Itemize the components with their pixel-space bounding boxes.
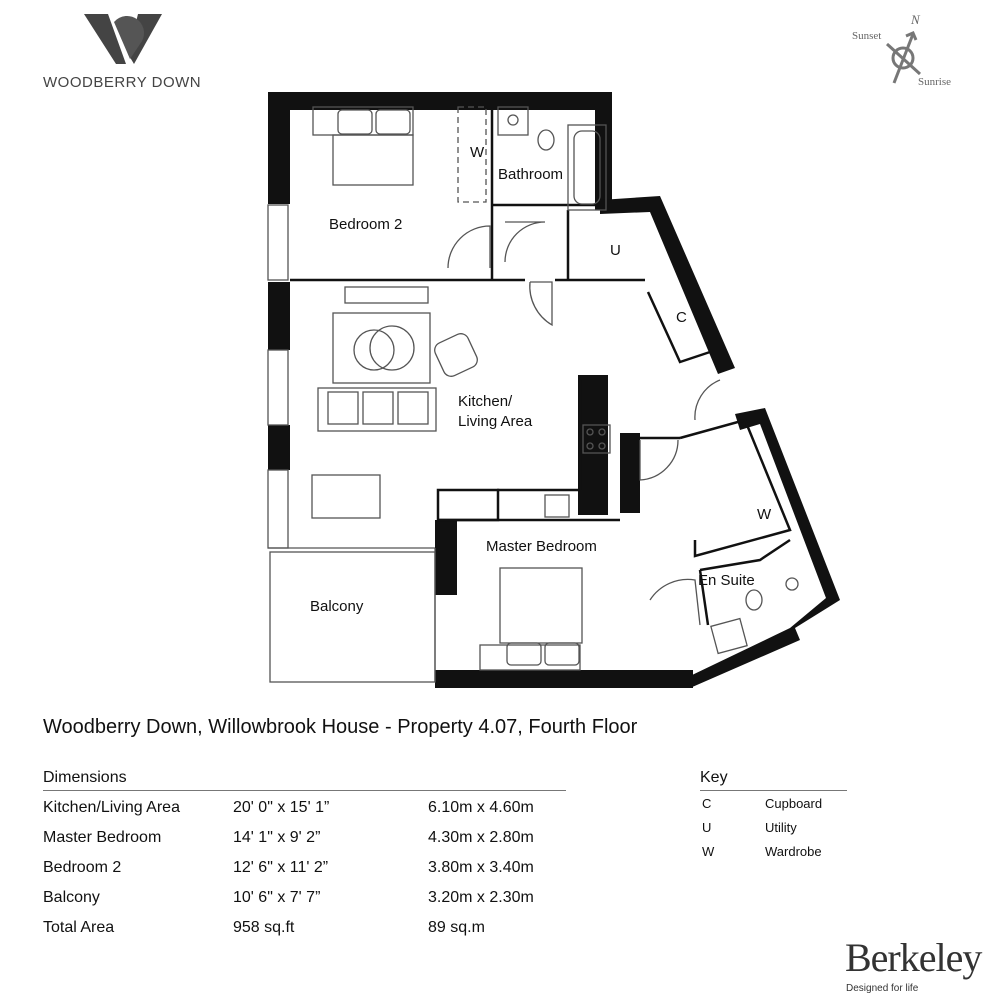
room-label-master-bedroom: Master Bedroom	[486, 538, 597, 555]
imperial-size: 14' 1" x 9' 2”	[233, 829, 321, 846]
room-label-cupboard: C	[676, 309, 687, 326]
imperial-size: 10' 6" x 7' 7”	[233, 889, 321, 906]
key-divider	[700, 790, 847, 791]
woodberry-logo-icon	[84, 14, 162, 64]
room-name: Master Bedroom	[43, 829, 162, 846]
floor-plan	[267, 92, 840, 688]
key-code: W	[702, 844, 715, 859]
room-label-kitchen-2: Living Area	[458, 413, 533, 430]
room-name: Total Area	[43, 919, 115, 936]
dimensions-heading: Dimensions	[43, 769, 127, 786]
metric-size: 6.10m x 4.60m	[428, 799, 534, 816]
logo-text: WOODBERRY DOWN	[43, 74, 202, 91]
key-heading: Key	[700, 769, 728, 786]
metric-size: 89 sq.m	[428, 919, 485, 936]
dimensions-divider	[43, 790, 566, 791]
room-name: Kitchen/Living Area	[43, 799, 180, 816]
room-label-kitchen-1: Kitchen/	[458, 393, 513, 410]
north-label: N	[911, 12, 920, 27]
key-code: C	[702, 796, 712, 811]
sunrise-label: Sunrise	[918, 76, 951, 88]
metric-size: 4.30m x 2.80m	[428, 829, 534, 846]
room-name: Balcony	[43, 889, 100, 906]
room-name: Bedroom 2	[43, 859, 122, 876]
metric-size: 3.20m x 2.30m	[428, 889, 534, 906]
key-label: Wardrobe	[765, 844, 822, 859]
room-label-wardrobe: W	[470, 144, 485, 161]
imperial-size: 12' 6" x 11' 2”	[233, 859, 329, 876]
key-code: U	[702, 820, 712, 835]
imperial-size: 20' 0" x 15' 1”	[233, 799, 330, 816]
berkeley-logo: Berkeley	[845, 935, 982, 980]
interior-walls	[290, 110, 792, 626]
key-label: Cupboard	[765, 796, 823, 811]
room-label-bathroom: Bathroom	[498, 166, 564, 183]
berkeley-tagline: Designed for life	[846, 983, 919, 994]
key-label: Utility	[765, 820, 797, 835]
room-label-utility: U	[610, 242, 621, 259]
property-title: Woodberry Down, Willowbrook House - Prop…	[43, 716, 638, 738]
sunset-label: Sunset	[852, 30, 882, 42]
room-label-ensuite: En Suite	[698, 572, 755, 589]
metric-size: 3.80m x 3.40m	[428, 859, 534, 876]
fixtures	[267, 106, 799, 683]
room-label-balcony: Balcony	[310, 598, 364, 615]
room-label-bedroom2: Bedroom 2	[329, 216, 403, 233]
imperial-size: 958 sq.ft	[233, 919, 295, 936]
compass-icon	[885, 31, 922, 84]
room-label-wardrobe2: W	[757, 506, 772, 523]
